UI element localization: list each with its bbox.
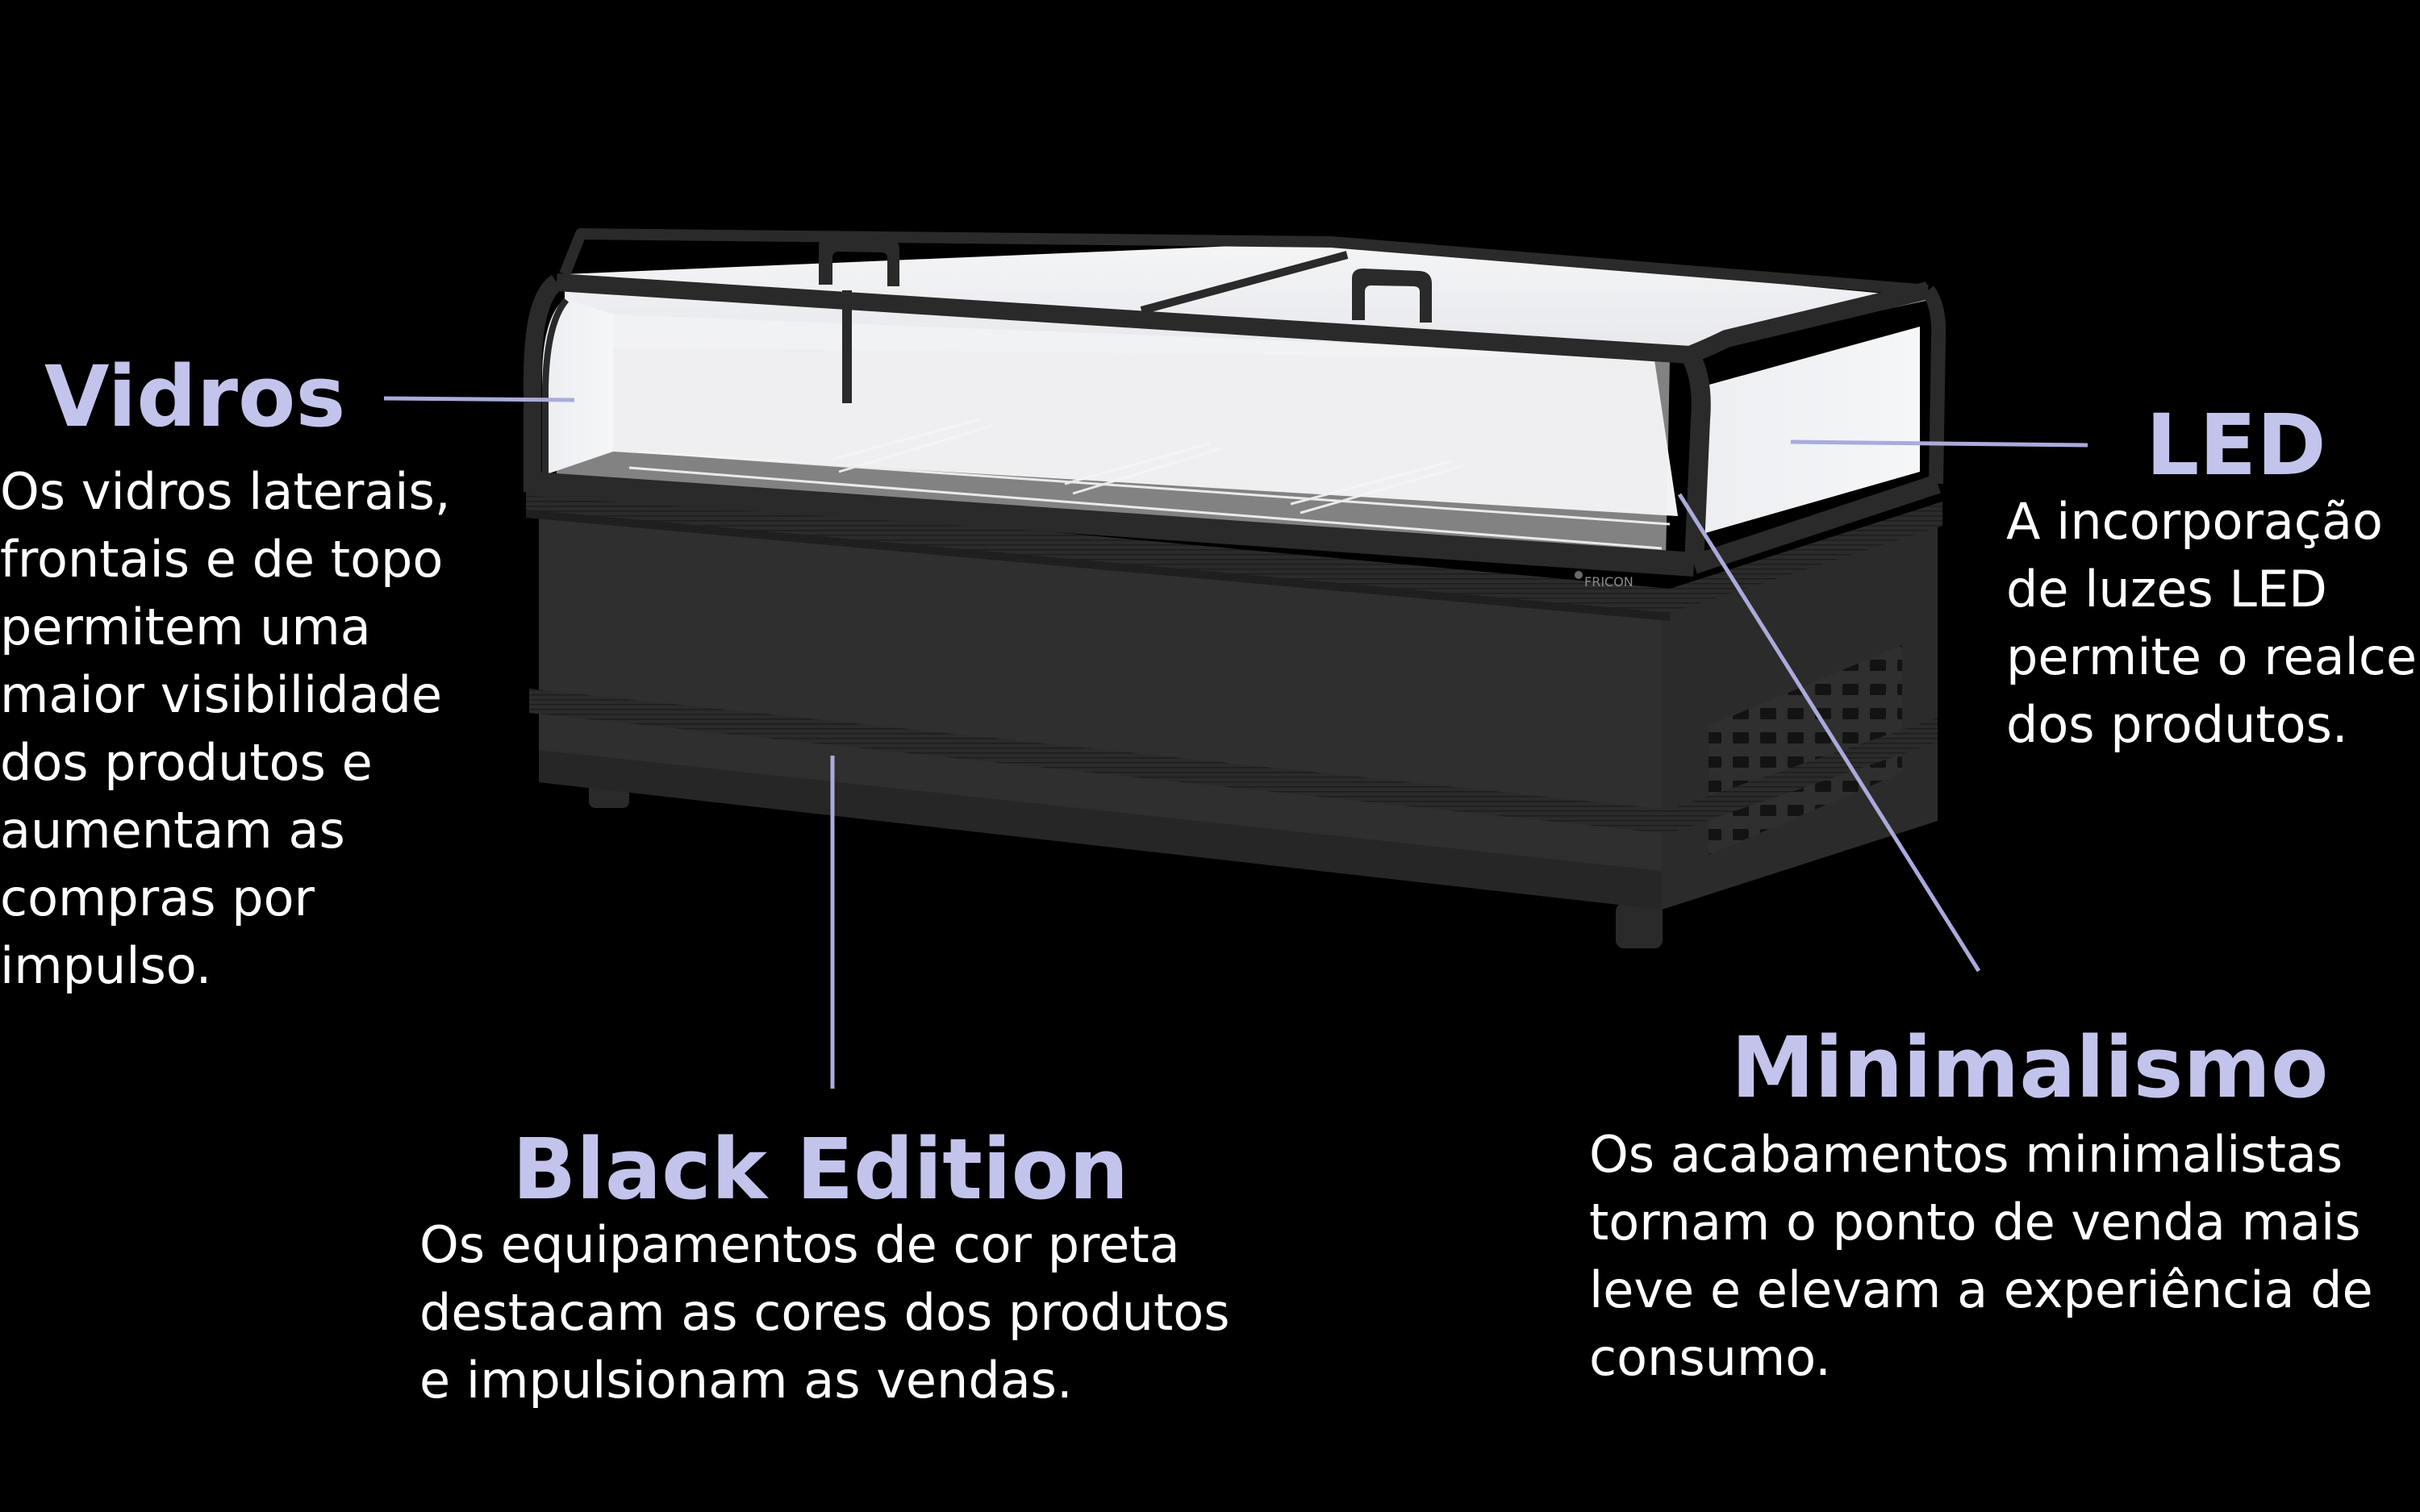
black-edition-heading: Black Edition xyxy=(512,1120,1129,1218)
fricon-logo: FRICON xyxy=(1575,571,1634,589)
glass-canopy xyxy=(542,242,1936,563)
led-description: A incorporação de luzes LED permite o re… xyxy=(2006,492,2418,754)
lid-handles xyxy=(819,235,1432,323)
vidros-heading: Vidros xyxy=(44,348,346,446)
led-heading: LED xyxy=(2146,396,2326,494)
minimalismo-description: Os acabamentos minimalistas tornam o pon… xyxy=(1589,1125,2373,1387)
black-edition-description: Os equipamentos de cor preta destacam as… xyxy=(419,1215,1230,1410)
freezer-cabinet xyxy=(526,484,1942,910)
canopy-frame xyxy=(524,228,1946,577)
svg-text:FRICON: FRICON xyxy=(1584,574,1634,589)
minimalismo-heading: Minimalismo xyxy=(1731,1018,2329,1117)
vidros-description: Os vidros laterais, frontais e de topo p… xyxy=(0,462,451,995)
